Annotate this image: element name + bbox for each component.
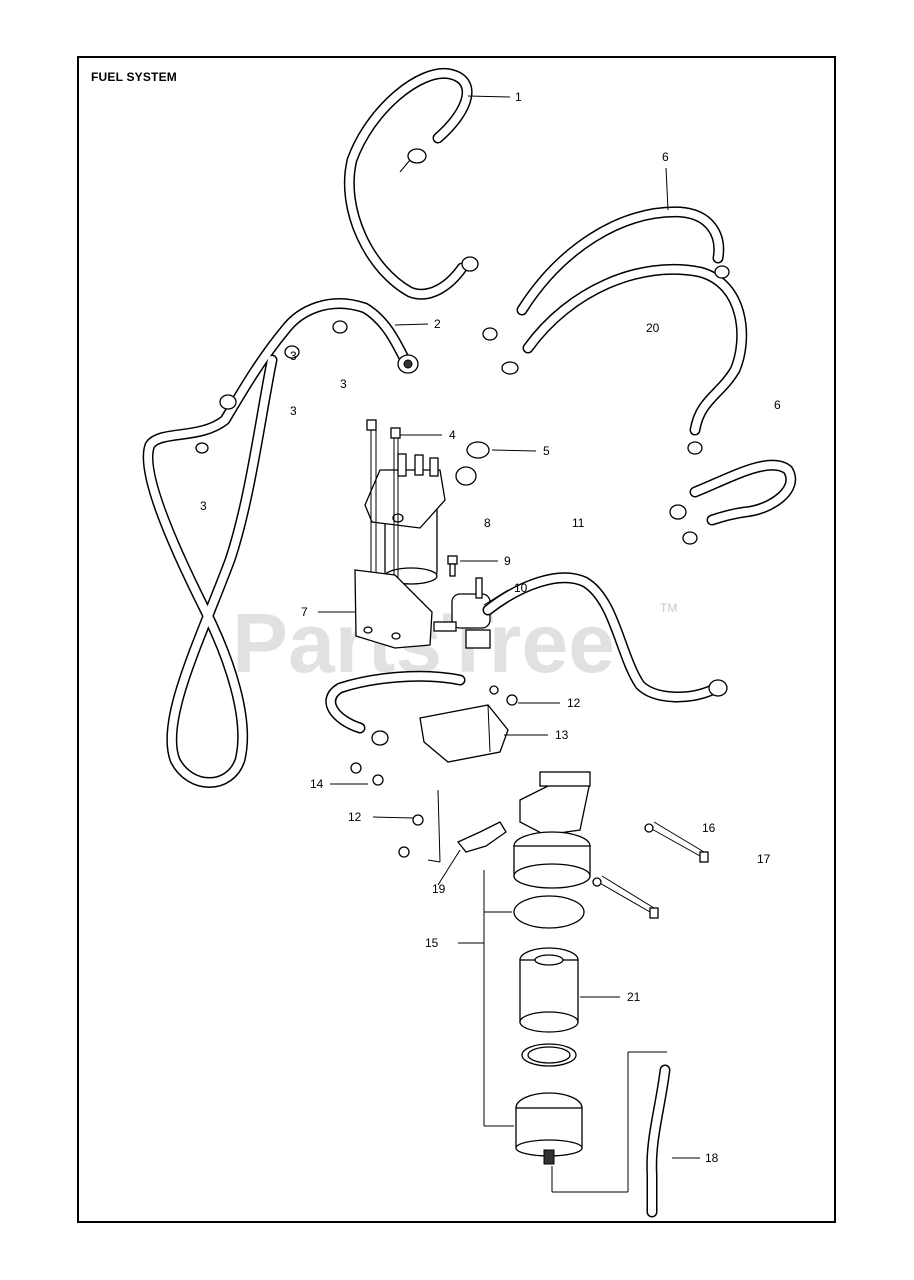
clamp-3a [195, 320, 348, 454]
callout-7: 7 [301, 605, 308, 619]
hose-20 [522, 263, 748, 436]
diagram-title: FUEL SYSTEM [91, 70, 177, 84]
filter-bowl [515, 1092, 583, 1165]
callout-4: 4 [449, 428, 456, 442]
callout-8: 8 [484, 516, 491, 530]
diagram-frame [77, 56, 836, 1223]
filter-element-21 [519, 947, 579, 1033]
callout-3a: 3 [340, 377, 347, 391]
valve-10 [433, 577, 491, 649]
callout-3c: 3 [200, 499, 207, 513]
callout-17: 17 [757, 852, 771, 866]
nut-12 [398, 685, 518, 858]
bolt-14 [350, 762, 384, 786]
callout-2: 2 [434, 317, 441, 331]
callout-19: 19 [432, 882, 446, 896]
callout-labels: 1 2 3 3 3 3 4 5 6 6 7 8 9 10 11 12 12 13… [200, 90, 781, 1165]
hose-6 [516, 206, 725, 316]
filter-head-15 [513, 771, 591, 889]
fitting-19 [456, 821, 507, 853]
callout-6b: 6 [774, 398, 781, 412]
clamps-right [482, 265, 730, 545]
callout-5: 5 [543, 444, 550, 458]
bolt-17 [592, 875, 659, 919]
callout-13: 13 [555, 728, 569, 742]
seal-ring [521, 1043, 577, 1067]
watermark-trademark: TM [660, 601, 677, 615]
hose-1 [343, 67, 473, 300]
leader-lines [318, 95, 700, 1193]
hose-2 [142, 298, 411, 788]
callout-12a: 12 [567, 696, 581, 710]
callout-3d: 3 [290, 349, 297, 363]
callout-3b: 3 [290, 404, 297, 418]
callout-6a: 6 [662, 150, 669, 164]
fuel-pump [364, 453, 446, 585]
callout-9: 9 [504, 554, 511, 568]
drain-hose-18 [646, 1064, 671, 1218]
bolt-9 [447, 555, 458, 577]
bracket-7 [354, 569, 433, 649]
bracket-13 [419, 704, 509, 763]
callout-1: 1 [515, 90, 522, 104]
bolt-16 [644, 821, 709, 863]
hose-2-fitting [397, 354, 419, 374]
callout-15: 15 [425, 936, 439, 950]
clamp-5 [455, 441, 490, 486]
hose-clamp-1b [461, 256, 479, 272]
callout-11: 11 [572, 516, 585, 530]
clamp-11 [371, 679, 728, 746]
callout-20: 20 [646, 321, 660, 335]
hose-clamp-1a [399, 148, 427, 173]
callout-21: 21 [627, 990, 641, 1004]
hose-11 [325, 572, 718, 734]
callout-12b: 12 [348, 810, 362, 824]
callout-10: 10 [514, 581, 528, 595]
callout-18: 18 [705, 1151, 719, 1165]
callout-14: 14 [310, 777, 324, 791]
o-ring [513, 895, 585, 929]
callout-16: 16 [702, 821, 716, 835]
hose-6-lower [689, 459, 797, 526]
